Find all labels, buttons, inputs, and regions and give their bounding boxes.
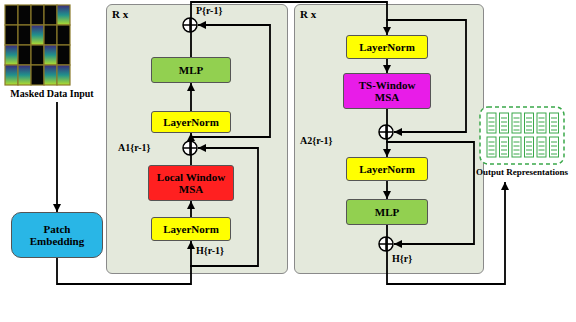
patch-cell bbox=[5, 65, 18, 85]
token-vector bbox=[550, 113, 559, 133]
output-grid bbox=[479, 106, 565, 166]
token-vector bbox=[537, 137, 546, 157]
tensor-label: A2{r-1} bbox=[300, 136, 333, 146]
token-vector bbox=[525, 113, 534, 133]
patch-cell bbox=[5, 25, 18, 45]
flow-arrow bbox=[386, 181, 388, 199]
masked-spectrogram bbox=[4, 4, 71, 86]
output-box: Output Representations bbox=[470, 106, 574, 182]
token-vector bbox=[512, 113, 521, 133]
tensor-label: P{r-1} bbox=[196, 6, 222, 16]
box-label: LayerNorm bbox=[356, 163, 418, 175]
token-vector bbox=[487, 113, 496, 133]
patch-cell bbox=[57, 45, 70, 65]
box-label: TS-Window MSA bbox=[344, 79, 430, 103]
patch-cell bbox=[5, 45, 18, 65]
token-vector bbox=[550, 137, 559, 157]
box-label: Local Window MSA bbox=[149, 171, 233, 195]
box-label: Patch Embedding bbox=[12, 223, 102, 247]
box-label: MLP bbox=[176, 64, 206, 76]
tensor-label: H{r} bbox=[392, 254, 412, 264]
box-label: LayerNorm bbox=[160, 116, 222, 128]
token-vector bbox=[525, 137, 534, 157]
repeat-label: R x bbox=[300, 8, 316, 20]
token-vector bbox=[500, 113, 509, 133]
patch-cell bbox=[31, 65, 44, 85]
process-box: LayerNorm bbox=[346, 157, 428, 181]
patch-cell bbox=[57, 25, 70, 45]
input-image: Masked Data Input bbox=[2, 4, 102, 102]
repeat-label: R x bbox=[112, 8, 128, 20]
process-box: LayerNorm bbox=[346, 35, 428, 59]
residual-line bbox=[190, 25, 270, 137]
patch-cell bbox=[57, 65, 70, 85]
process-box: Patch Embedding bbox=[11, 212, 103, 258]
patch-cell bbox=[18, 45, 31, 65]
flow-arrow bbox=[387, 182, 505, 284]
tensor-label: H{r-1} bbox=[196, 246, 224, 256]
add-symbol bbox=[183, 18, 197, 32]
patch-cell bbox=[44, 65, 57, 85]
patch-cell bbox=[18, 65, 31, 85]
residual-line bbox=[386, 142, 474, 244]
patch-cell bbox=[57, 5, 70, 25]
residual-line bbox=[190, 148, 258, 266]
flow-arrow bbox=[386, 109, 388, 157]
process-box: MLP bbox=[346, 199, 428, 225]
add-symbol bbox=[183, 141, 197, 155]
patch-cell bbox=[44, 25, 57, 45]
dashed-frame bbox=[480, 107, 564, 164]
process-box: LayerNorm bbox=[151, 111, 231, 133]
token-vector bbox=[487, 137, 496, 157]
output-caption: Output Representations bbox=[470, 168, 574, 178]
patch-cell bbox=[31, 5, 44, 25]
patch-cell bbox=[18, 25, 31, 45]
box-label: LayerNorm bbox=[160, 223, 222, 235]
flow-arrow bbox=[190, 201, 192, 217]
image-caption: Masked Data Input bbox=[2, 88, 102, 99]
flow-arrow bbox=[56, 102, 58, 212]
patch-cell bbox=[44, 5, 57, 25]
flow-arrow bbox=[57, 241, 191, 284]
token-vector bbox=[512, 137, 521, 157]
add-symbol bbox=[379, 237, 393, 251]
patch-cell bbox=[18, 5, 31, 25]
patch-cell bbox=[31, 45, 44, 65]
residual-line bbox=[386, 20, 466, 132]
process-box: MLP bbox=[151, 57, 231, 83]
process-box: LayerNorm bbox=[151, 217, 231, 241]
token-vector bbox=[500, 137, 509, 157]
flow-arrow bbox=[386, 59, 388, 73]
flow-arrow bbox=[191, 2, 387, 57]
patch-cell bbox=[31, 25, 44, 45]
box-label: LayerNorm bbox=[356, 41, 418, 53]
patch-cell bbox=[44, 45, 57, 65]
process-box: TS-Window MSA bbox=[343, 73, 431, 109]
patch-cell bbox=[5, 5, 18, 25]
repeat-block: R xMLPLayerNormLocal Window MSALayerNorm bbox=[106, 4, 288, 274]
flow-arrow bbox=[190, 133, 192, 165]
token-vector bbox=[537, 113, 546, 133]
add-symbol bbox=[379, 125, 393, 139]
box-label: MLP bbox=[372, 206, 402, 218]
process-box: Local Window MSA bbox=[148, 165, 234, 201]
tensor-label: A1{r-1} bbox=[118, 143, 151, 153]
flow-arrow bbox=[190, 83, 192, 111]
